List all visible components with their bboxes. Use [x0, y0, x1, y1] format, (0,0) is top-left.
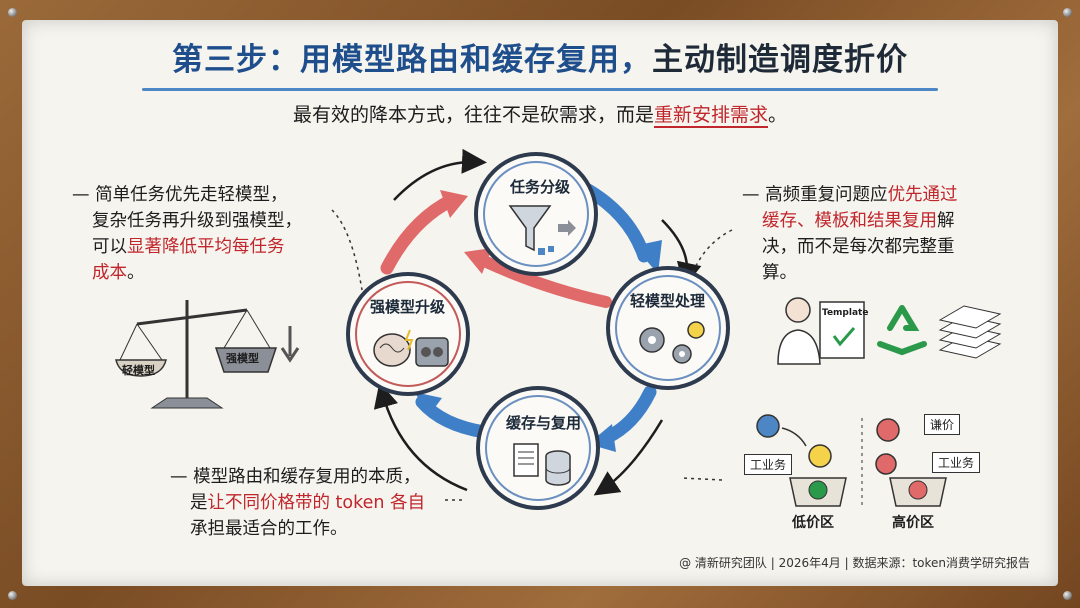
price-zones-illustration: [756, 414, 947, 508]
left-note-line: — 简单任务优先走轻模型，: [72, 185, 288, 205]
title-part2: 主动制造调度折价: [652, 42, 908, 78]
scale-left-label: 轻模型: [122, 364, 155, 377]
leader-line: [681, 477, 723, 481]
left-note-line: 成本。: [72, 260, 372, 286]
subtitle-prefix: 最有效的降本方式，往往不是砍需求，而是: [292, 104, 654, 126]
coin-icon: [808, 444, 832, 468]
right-note-text: — 高频重复问题应: [742, 185, 888, 205]
cycle-arrow-red: [476, 254, 612, 308]
bottom-note-line: — 模型路由和缓存复用的本质，: [170, 467, 421, 487]
right-note: — 高频重复问题应优先通过 缓存、模板和结果复用解 决，而不是每次都完整重 算。: [742, 182, 1042, 286]
left-note: — 简单任务优先走轻模型， 复杂任务再升级到强模型， 可以显著降低平均每任务 成…: [72, 182, 372, 286]
scale-right-label: 强模型: [226, 352, 259, 365]
scale-icon: [115, 300, 300, 409]
arrowhead-blue: [634, 240, 662, 274]
paper-stack-icon: [938, 305, 1002, 359]
person-clipboard-icon: [777, 297, 865, 365]
price-tag: 谦价: [924, 414, 961, 435]
left-note-text: 可以: [92, 237, 127, 257]
coin-icon: [908, 480, 928, 500]
subtitle-suffix: 。: [768, 104, 788, 126]
left-note-line: 复杂任务再升级到强模型，: [92, 211, 302, 231]
node-label: 缓存与复用: [506, 414, 582, 432]
node-strong-model: 强模型升级: [346, 272, 470, 396]
left-note-highlight: 显著降低平均每任务: [127, 237, 285, 257]
right-note-text: 解: [937, 211, 955, 231]
nail-icon: [8, 591, 17, 600]
coin-icon: [808, 480, 828, 500]
gears-icon: [639, 321, 705, 364]
node-label: 任务分级: [510, 178, 571, 196]
node-task-grading: 任务分级: [474, 152, 598, 276]
page-title: 第三步：用模型路由和缓存复用，主动制造调度折价: [22, 34, 1058, 79]
cycle-arrow-dark: [593, 419, 664, 496]
arrowhead-red: [464, 248, 492, 274]
right-note-line: 缓存、模板和结果复用解: [742, 208, 1042, 234]
right-note-line: 算。: [762, 263, 797, 283]
coin-icon: [756, 414, 780, 438]
subtitle: 最有效的降本方式，往往不是砍需求，而是重新安排需求。: [22, 100, 1058, 128]
bottom-note-highlight: 让不同价格带的 token 各自: [207, 493, 426, 513]
brain-engine-icon: [373, 329, 449, 367]
bottom-note-line: 承担最适合的工作。: [190, 519, 348, 539]
subtitle-highlight: 重新安排需求: [653, 104, 768, 128]
arrowhead-blue: [414, 392, 442, 414]
node-cache-reuse: 缓存与复用: [476, 386, 600, 510]
high-zone-tag: 工业务: [932, 452, 981, 473]
cycle-arrows: [331, 148, 733, 501]
left-note-highlight: 成本: [92, 263, 127, 283]
nail-icon: [1063, 8, 1072, 17]
title-part1: 第三步：用模型路由和缓存复用，: [172, 42, 652, 78]
nail-icon: [1063, 591, 1072, 600]
node-label: 轻模型处理: [630, 292, 706, 310]
right-note-line: 决，而不是每次都完整重: [762, 237, 955, 257]
node-light-model: 轻模型处理: [606, 266, 730, 390]
right-note-line: — 高频重复问题应优先通过: [742, 182, 1042, 208]
database-icon: [513, 443, 571, 486]
whiteboard: 第三步：用模型路由和缓存复用，主动制造调度折价 最有效的降本方式，往往不是砍需求…: [22, 20, 1058, 586]
node-ring: [485, 395, 591, 501]
node-ring: [615, 275, 721, 381]
leader-line: [331, 209, 363, 291]
footer-credit: @ 清新研究团队 | 2026年4月 | 数据来源：token消费学研究报告: [679, 556, 1030, 570]
cycle-arrow-red: [380, 193, 459, 275]
high-zone-label: 高价区: [892, 515, 934, 531]
nail-icon: [8, 8, 17, 17]
bottom-note-text: 是: [190, 493, 208, 513]
bottom-note: — 模型路由和缓存复用的本质， 是让不同价格带的 token 各自 承担最适合的…: [170, 464, 510, 542]
title-underline: [142, 88, 938, 91]
cycle-arrow-dark: [393, 148, 487, 201]
cycle-arrow-dark: [373, 382, 468, 492]
arrowhead-red: [440, 190, 468, 218]
coin-icon: [875, 453, 897, 475]
bottom-note-line: 是让不同价格带的 token 各自: [170, 490, 510, 516]
right-note-highlight: 缓存、模板和结果复用: [762, 211, 937, 231]
node-ring: [355, 281, 461, 387]
coin-icon: [876, 418, 900, 442]
node-ring: [483, 161, 589, 267]
low-zone-tag: 工业务: [744, 454, 793, 475]
left-note-text: 。: [127, 263, 145, 283]
node-label: 强模型升级: [370, 298, 446, 316]
right-note-highlight: 优先通过: [887, 185, 958, 205]
left-note-line: 可以显著降低平均每任务: [72, 234, 372, 260]
template-label: Template: [822, 308, 869, 318]
recycle-icon: [877, 305, 927, 356]
low-zone-label: 低价区: [792, 515, 834, 531]
funnel-icon: [508, 205, 576, 255]
